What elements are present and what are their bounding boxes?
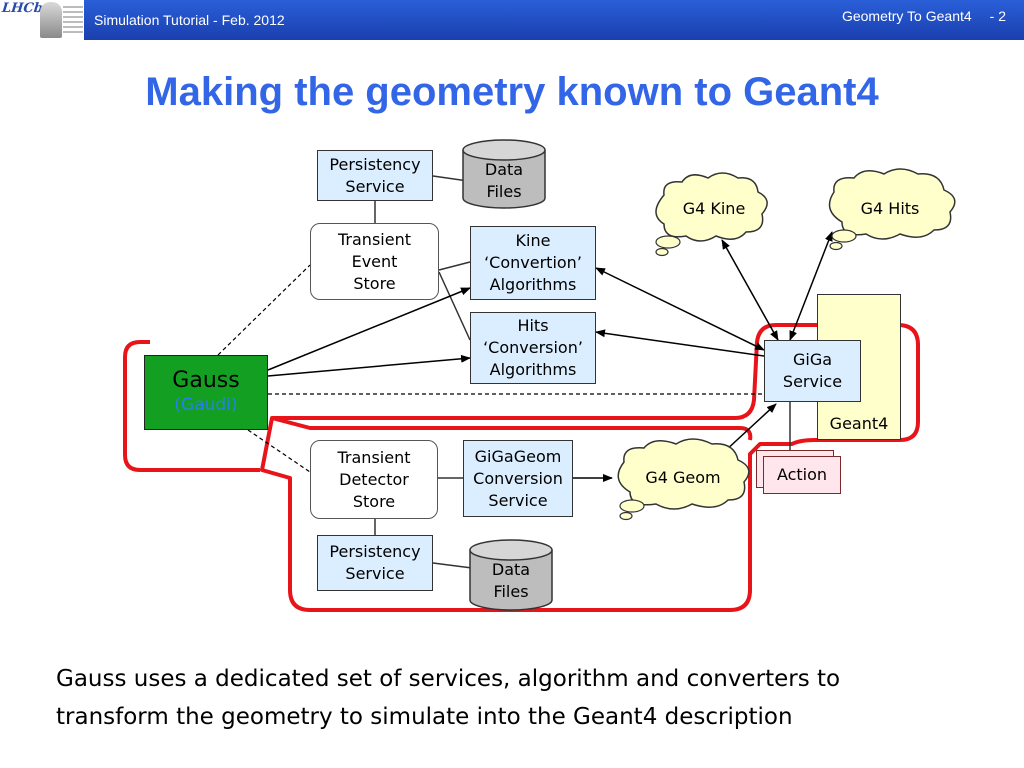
action-box: Action <box>763 456 841 494</box>
data-files-top-line-1: Data <box>484 160 524 179</box>
event-store-line-3: Store <box>353 273 396 293</box>
persistency-service-top: Persistency Service <box>317 150 433 201</box>
data-files-bottom-line-1: Data <box>491 560 531 579</box>
arrow-giga-hits <box>595 329 765 357</box>
header-bar: LHCb Simulation Tutorial - Feb. 2012 Geo… <box>0 0 1024 40</box>
gigageom-conversion-service: GiGaGeom Conversion Service <box>463 440 573 517</box>
caption-line-1: Gauss uses a dedicated set of services, … <box>56 666 841 692</box>
event-store-line-1: Transient <box>338 229 411 249</box>
arrow-g4hits-giga <box>789 231 833 341</box>
detector-store-line-3: Store <box>352 491 396 511</box>
lhcb-logo: LHCb <box>0 0 84 40</box>
arrow-gauss-hits <box>267 354 471 377</box>
slide-caption: Gauss uses a dedicated set of services, … <box>56 660 1006 736</box>
data-files-bottom-line-2: Files <box>493 582 529 601</box>
hits-line-3: Algorithms <box>489 360 577 379</box>
giga-line-2: Service <box>782 372 843 391</box>
data-files-top-label: Data Files <box>463 157 545 205</box>
arrow-gauss-kine <box>267 287 471 371</box>
gauss-label: Gauss <box>172 367 240 393</box>
header-section: Geometry To Geant4 - 2 <box>842 8 1006 24</box>
header-tutorial-title: Simulation Tutorial - Feb. 2012 <box>94 12 285 28</box>
detector-store-line-2: Detector <box>339 469 409 489</box>
arrow-g4geom-giga <box>723 403 777 453</box>
hits-conversion-algorithms: Hits ‘Conversion’ Algorithms <box>470 312 596 384</box>
persistency-service-bottom: Persistency Service <box>317 535 433 591</box>
arrow-giga-kine <box>595 267 765 351</box>
logo-caption-icon <box>63 6 83 36</box>
persistency-top-line-2: Service <box>345 176 405 196</box>
data-files-bottom-label: Data Files <box>470 557 552 605</box>
detector-store-line-1: Transient <box>337 447 411 467</box>
dashed-gauss-eventstore <box>217 264 311 356</box>
hits-line-1: Hits <box>517 316 549 335</box>
g4-geom-label: G4 Geom <box>645 468 721 487</box>
gigageom-line-2: Conversion <box>473 468 563 488</box>
persistency-bottom-line-2: Service <box>345 564 405 583</box>
connector-eventstore-kine <box>438 261 471 271</box>
transient-detector-store: Transient Detector Store <box>310 440 438 519</box>
arrow-g4kine-giga <box>721 239 779 341</box>
slide-title: Making the geometry known to Geant4 <box>145 70 879 114</box>
kine-conversion-algorithms: Kine ‘Convertion’ Algorithms <box>470 226 596 300</box>
page-number: - 2 <box>989 8 1006 24</box>
geant4-label: Geant4 <box>829 414 889 433</box>
kine-line-2: ‘Convertion’ <box>484 253 582 272</box>
data-files-top-cylinder <box>462 139 546 209</box>
connector-persistency-datafiles-top <box>432 175 469 182</box>
gigageom-line-3: Service <box>488 490 548 510</box>
caption-line-2: transform the geometry to simulate into … <box>56 704 793 730</box>
portrait-icon <box>40 2 62 38</box>
kine-line-1: Kine <box>515 231 551 250</box>
data-files-top-line-2: Files <box>486 182 522 201</box>
g4-kine-label: G4 Kine <box>682 199 746 218</box>
g4-geom-cloud <box>617 438 750 521</box>
dashed-gauss-detectorstore <box>247 429 311 473</box>
persistency-top-line-1: Persistency <box>329 154 421 174</box>
gigageom-line-1: GiGaGeom <box>474 446 562 466</box>
data-files-bottom-cylinder <box>469 539 553 611</box>
gauss-box: Gauss (Gaudi) <box>144 355 268 430</box>
g4-kine-cloud <box>655 172 768 257</box>
gaudi-label: (Gaudi) <box>174 394 238 415</box>
persistency-bottom-line-1: Persistency <box>329 542 421 561</box>
g4-hits-cloud <box>828 168 956 251</box>
event-store-line-2: Event <box>351 251 398 271</box>
giga-service: GiGa Service <box>764 340 861 402</box>
giga-line-1: GiGa <box>792 350 833 369</box>
transient-event-store: Transient Event Store <box>310 223 439 300</box>
connector-persistency-datafiles-bottom <box>432 562 473 569</box>
header-section-title: Geometry To Geant4 <box>841 8 972 24</box>
hits-line-2: ‘Conversion’ <box>483 338 583 357</box>
action-label: Action <box>776 465 828 484</box>
kine-line-3: Algorithms <box>489 275 577 294</box>
connector-eventstore-hits <box>438 271 471 341</box>
g4-hits-label: G4 Hits <box>860 199 920 218</box>
